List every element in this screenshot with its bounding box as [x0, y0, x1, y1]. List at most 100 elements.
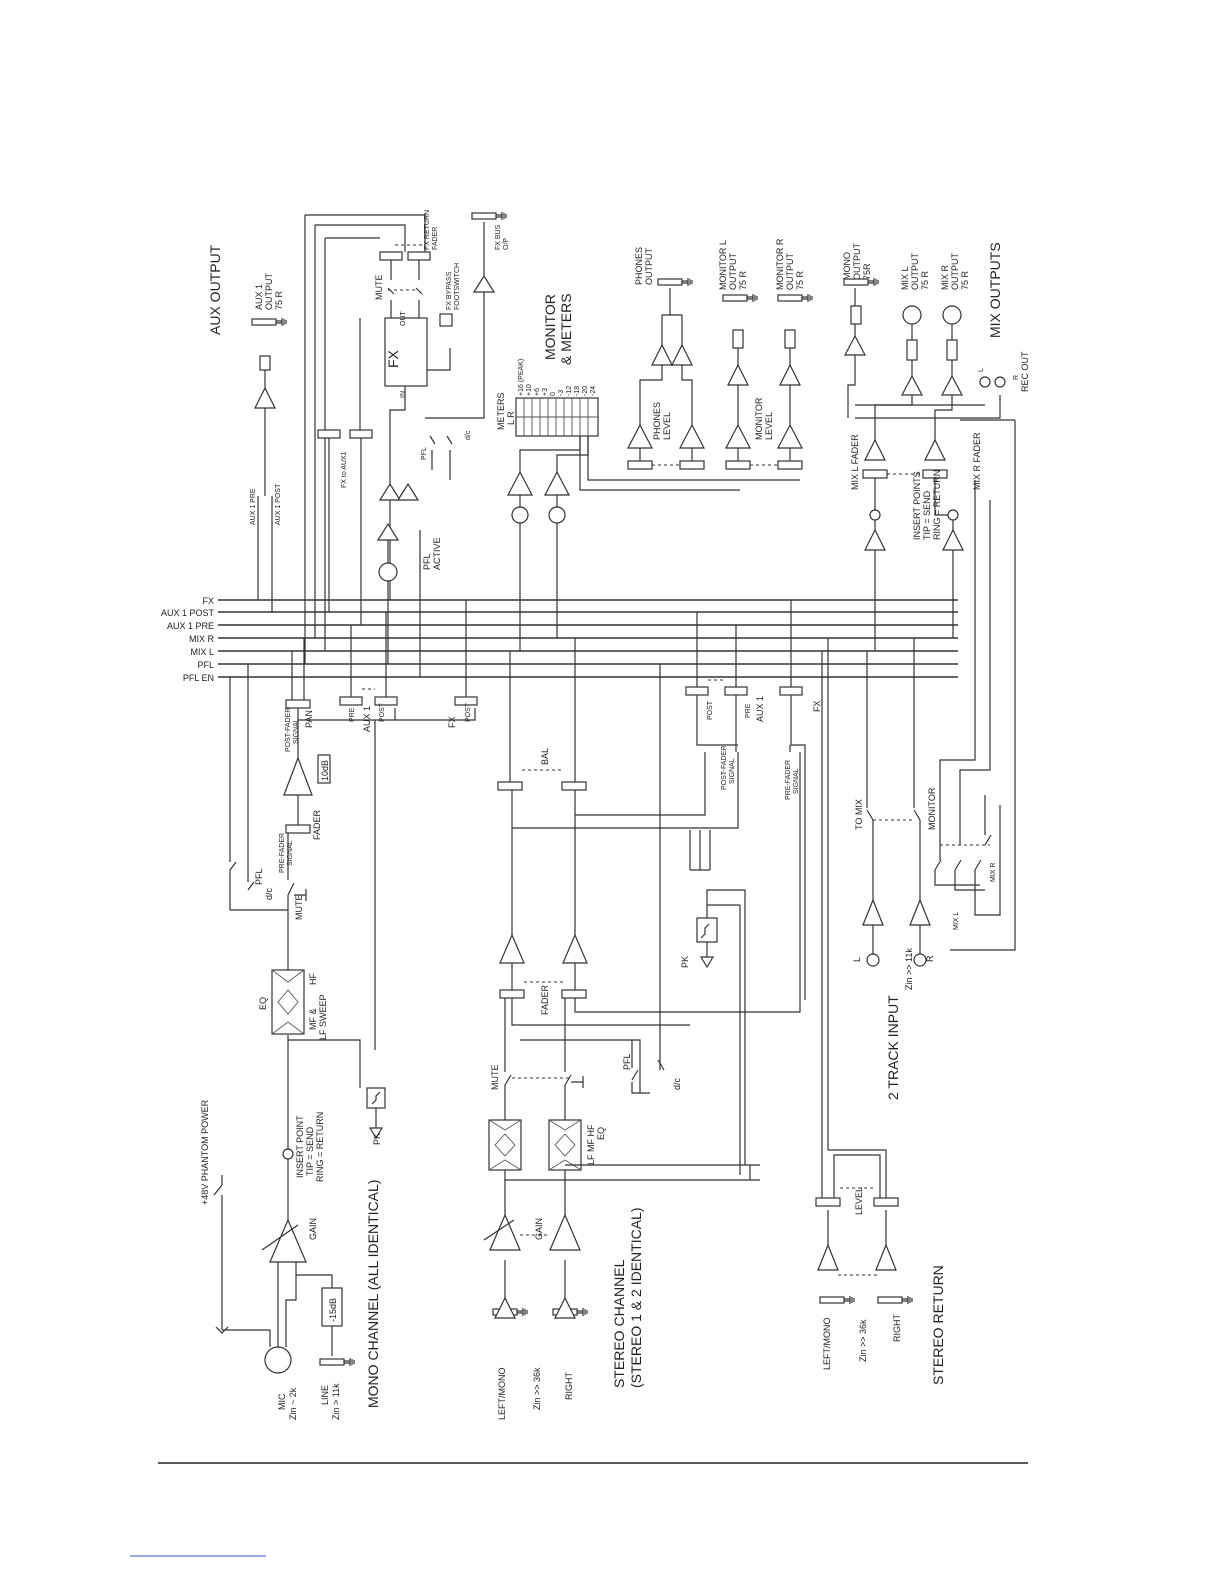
stereo-pre-fader-label-1: PRE-FADER [785, 760, 792, 800]
two-track-l-label: L [852, 957, 862, 962]
stereo-fx-label: FX [812, 700, 822, 712]
phones-amp-r [679, 423, 705, 449]
rec-out-r-label: R [1013, 375, 1020, 380]
monitor-l-output-label-1: MONITOR L [718, 240, 728, 290]
fx-return-fader-label-1: FX RETURN [424, 210, 431, 250]
mix-l-fader-label: MIX L FADER [850, 434, 860, 490]
mono-aux1-post-label: POST [379, 702, 386, 722]
stereo-return-amp-l [817, 1243, 839, 1271]
mono-eq-label-1: MF & [308, 1009, 318, 1031]
meter-scale-7: -18 [574, 386, 581, 396]
section-stereo-channel-line1: STEREO CHANNEL [611, 1259, 627, 1388]
fx-section: FX RETURN FADER MUTE FX OUT IN FX BYPASS… [304, 210, 510, 677]
stereo-return-amp-r [875, 1243, 897, 1271]
meter-scale-5: -3 [558, 390, 565, 396]
monitor-out-amp-r [779, 363, 801, 386]
mix-l-fader-amp [864, 438, 886, 461]
mix-r-fader-label: MIX R FADER [972, 432, 982, 490]
stereo-pre-fader-label-2: SIGNAL [793, 768, 800, 794]
headphone-amp-1 [651, 343, 673, 366]
stereo-gain-label: GAIN [534, 1218, 544, 1240]
two-track-zin-label: Zin >> 11k [904, 948, 914, 990]
section-stereo-return: STEREO RETURN [930, 1265, 946, 1385]
mic-label-1: MIC [277, 1393, 287, 1410]
mono-fader [285, 824, 311, 834]
fx-bus-op-label-2: O/P [503, 238, 510, 250]
mono-10db-amp [283, 756, 313, 796]
two-track-monitor-label: MONITOR [927, 787, 937, 830]
pfl-amp-2 [396, 482, 420, 501]
mono-dc-label: d/c [264, 887, 274, 900]
mix-l-output-label-3: 75 R [920, 270, 930, 290]
meter-scale-4: 0 [550, 392, 557, 396]
monitor-l-output-label-2: OUTPUT [728, 253, 738, 291]
mono-output-jack [843, 277, 879, 287]
stereo-aux1-post-pot [685, 686, 709, 696]
bus-label-pfl: PFL [197, 660, 214, 670]
phones-level-label-2: LEVEL [662, 412, 672, 440]
stereo-dc-label: d/c [672, 1077, 682, 1090]
stereo-gain-amp-l [489, 1213, 521, 1251]
monitor-r-output-label-2: OUTPUT [785, 253, 795, 291]
stereo-aux1-post-label: POST [707, 700, 714, 720]
meter-scale-6: -12 [566, 386, 573, 396]
mono-pan-pot [285, 699, 311, 709]
rec-out-label: REC OUT [1020, 351, 1030, 392]
stereo-return-left-jack [819, 1295, 855, 1305]
stereo-fader-l [499, 989, 525, 999]
mono-aux1-pre-label: PRE [349, 707, 356, 722]
post-fader-signal-label-1: POST-FADER [285, 708, 292, 752]
fx-out-label: OUT [400, 311, 407, 327]
mix-l-output-amp [901, 374, 923, 396]
phones-pot-l [627, 460, 653, 470]
mix-r-fader-amp [924, 438, 946, 461]
monitor-r-output-label-3: 75 R [795, 270, 805, 290]
two-track-r-label: R [925, 955, 935, 962]
two-track-buffer-r [909, 898, 931, 926]
mono-fx-post-label: POST [465, 702, 472, 722]
phones-output-label-1: PHONES [634, 247, 644, 285]
aux1-output-label-2: OUTPUT [264, 273, 274, 311]
stereo-return-left-mono-label: LEFT/MONO [822, 1317, 832, 1370]
mix-l-xlr-connector [902, 305, 922, 325]
stereo-eq-label-2: EQ [596, 1127, 606, 1140]
two-track-input-section: L R Zin >> 11k TO MIX MONITOR MIX L MIX … [852, 419, 1016, 990]
stereo-left-mono-label: LEFT/MONO [497, 1367, 507, 1420]
to-mix-label: TO MIX [854, 799, 864, 830]
section-mono-channel: MONO CHANNEL (ALL IDENTICAL) [365, 1180, 381, 1408]
mono-channel-section: MIC Zin ~ 2k LINE Zin > 11k +48V PHANTOM… [200, 600, 478, 1420]
fx-bypass-label-2: FOOTSWITCH [454, 263, 461, 310]
meter-scale-9: -24 [590, 386, 597, 396]
meter-scale-3: +3 [542, 388, 549, 396]
pre-fader-signal-label-2: SIGNAL [287, 840, 294, 866]
mono-output-label-1: MONO [842, 252, 852, 280]
fx-pfl-label: PFL [421, 447, 428, 460]
mono-output-amp [844, 334, 866, 356]
pfl-amp-1 [378, 482, 402, 501]
stereo-bal-label: BAL [540, 748, 550, 765]
stereo-bal-pot-r [561, 781, 587, 791]
mix-r-output-amp [941, 374, 963, 396]
mono-aux1-label: AUX 1 [362, 706, 372, 732]
monitor-r-output-label-1: MONITOR R [775, 238, 785, 290]
mono-pk-label: PK [372, 1133, 382, 1145]
rec-out-r-socket [994, 376, 1006, 388]
mix-r-xlr-connector [942, 305, 962, 325]
monitor-level-label-2: LEVEL [764, 412, 774, 440]
bus-label-aux1-pre: AUX 1 PRE [167, 621, 214, 631]
aux-pre-label: AUX 1 PRE [250, 488, 257, 525]
mono-fader-label: FADER [312, 809, 322, 840]
phones-output-jack [657, 277, 693, 287]
fx-return-fader-label-2: FADER [432, 227, 439, 250]
stereo-channel-section: LEFT/MONO Zin >> 36k RIGHT GAIN LF MF HF… [483, 600, 822, 1420]
mix-r-output-label-3: 75 R [960, 270, 970, 290]
fx-block-label: FX [385, 349, 401, 368]
mic-gain-label: GAIN [308, 1218, 318, 1240]
stereo-eq-block-r [548, 1119, 582, 1171]
mono-10db-label: 10dB [320, 760, 330, 781]
mix-r-output-label-1: MIX R [940, 264, 950, 290]
fx-processor [384, 317, 428, 387]
two-track-l-phono [866, 953, 880, 967]
meter-scale-1: +10 [526, 384, 533, 396]
